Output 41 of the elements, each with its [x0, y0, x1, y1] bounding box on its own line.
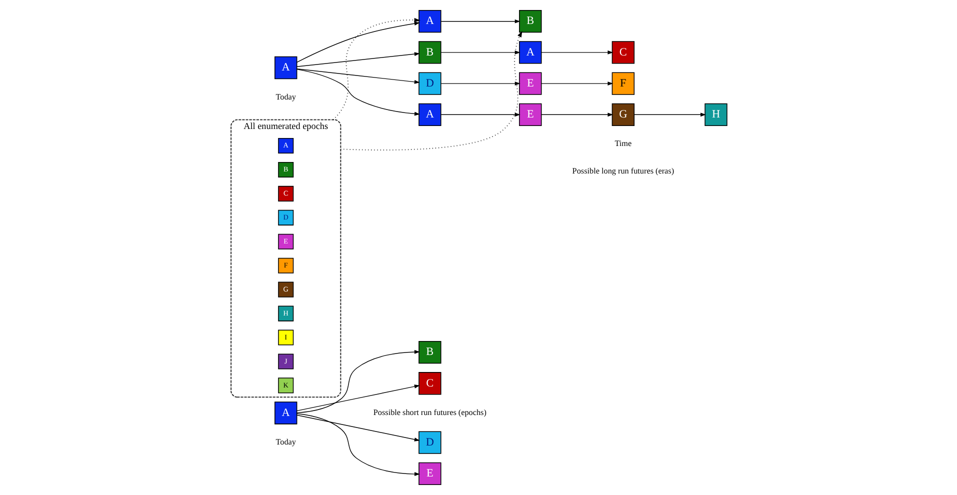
- node-box: B: [418, 340, 441, 364]
- node-box: A: [418, 103, 441, 126]
- node-box: H: [704, 103, 727, 126]
- arrow: [540, 50, 613, 54]
- node-box: A: [274, 56, 297, 80]
- arrow: [540, 112, 613, 117]
- arrow: [296, 68, 420, 116]
- label: Possible long run futures (eras): [572, 166, 674, 176]
- node-box: E: [418, 462, 441, 485]
- node-box: E: [518, 103, 542, 126]
- arrow: [540, 82, 613, 86]
- arrow: [440, 50, 520, 54]
- arrow: [296, 413, 420, 476]
- arrow: [296, 414, 420, 442]
- arrow: [296, 52, 420, 67]
- node-box: B: [418, 41, 441, 64]
- node-label: Today: [275, 92, 296, 102]
- node-box: D: [418, 72, 441, 95]
- node-box: G: [611, 103, 634, 126]
- arrow: [440, 82, 520, 86]
- node-box: A: [518, 41, 542, 64]
- node-box: C: [611, 41, 634, 64]
- arrow: [633, 112, 706, 117]
- arrow: [296, 22, 420, 63]
- node-box: B: [518, 10, 542, 33]
- arrow: [440, 19, 520, 24]
- node-box: E: [518, 72, 542, 95]
- node-box: A: [274, 402, 297, 424]
- node-box: D: [418, 431, 441, 454]
- arrow: [296, 68, 420, 84]
- node-box: C: [418, 372, 441, 395]
- label: Time: [614, 139, 632, 148]
- node-box: F: [611, 72, 634, 95]
- node-box: A: [418, 10, 441, 33]
- label: Possible short run futures (epochs): [372, 408, 486, 417]
- arrow: [332, 18, 420, 120]
- arrow: [440, 112, 520, 117]
- arrow: [296, 384, 420, 412]
- arrow: [296, 350, 420, 414]
- arrow: [340, 31, 522, 150]
- node-label: Today: [275, 437, 296, 446]
